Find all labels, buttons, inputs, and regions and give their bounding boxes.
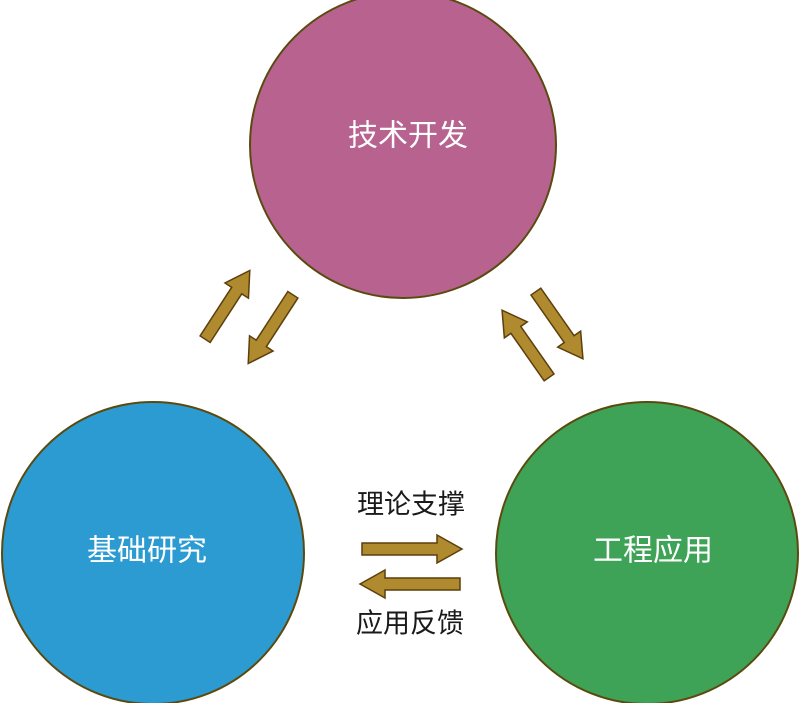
theory-support-label: 理论支撑 <box>357 490 465 521</box>
tech-development-label: 技术开发 <box>348 119 468 154</box>
node-basic-research: 基础研究 <box>1 401 305 703</box>
bottom-arrow-right <box>361 533 464 565</box>
right-arrow-down <box>529 287 584 360</box>
node-engineering-application: 工程应用 <box>495 401 799 703</box>
left-arrow-down <box>247 290 299 365</box>
node-tech-development: 技术开发 <box>249 0 557 299</box>
left-arrow-up <box>199 269 251 344</box>
basic-research-label: 基础研究 <box>87 534 207 569</box>
right-arrow-up <box>501 309 556 382</box>
engineering-application-label: 工程应用 <box>593 534 713 569</box>
tech-development-circle <box>249 0 557 299</box>
basic-research-circle <box>1 401 305 703</box>
application-feedback-label: 应用反馈 <box>356 609 464 640</box>
engineering-application-circle <box>495 401 799 703</box>
bottom-arrow-left <box>358 568 461 600</box>
